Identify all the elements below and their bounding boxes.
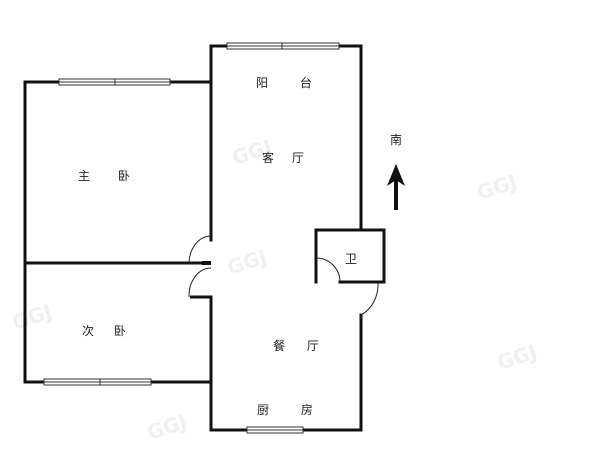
balcony-window (226, 42, 340, 50)
svg-text:GGJ: GGJ (494, 339, 540, 374)
kitchen-window (246, 426, 304, 434)
compass-arrow-icon (387, 164, 405, 210)
kitchen-label-2: 房 (300, 403, 313, 417)
master-bedroom-label: 主 卧 (78, 167, 130, 184)
living-room-label: 客 厅 (262, 149, 304, 166)
master-bedroom-label-1: 主 (78, 169, 91, 183)
bathroom-door-icon (315, 257, 341, 283)
dining-door-icon (360, 281, 379, 316)
svg-text:GGJ: GGJ (144, 409, 190, 444)
master-bedroom-door-icon (188, 235, 212, 264)
dining-room-label-2: 厅 (306, 339, 319, 353)
living-room-label-2: 厅 (291, 151, 304, 165)
second-bedroom-label-2: 卧 (113, 324, 126, 338)
windows (43, 42, 340, 434)
compass-label: 南 (390, 133, 403, 147)
balcony-label: 阳 台 (256, 74, 312, 91)
door-stubs (190, 261, 211, 299)
dining-room-label: 餐 厅 (273, 337, 319, 354)
living-room-label-1: 客 (262, 151, 275, 165)
second-bedroom-label: 次 卧 (82, 322, 126, 339)
kitchen-label: 厨 房 (257, 401, 313, 418)
second-bedroom-window (43, 378, 152, 386)
balcony-label-2: 台 (299, 76, 312, 90)
bathroom-label: 卫 (345, 250, 357, 267)
master-bedroom-label-2: 卧 (117, 169, 130, 183)
master-bedroom-window (58, 78, 171, 86)
bathroom-label-1: 卫 (345, 252, 358, 266)
kitchen-label-1: 厨 (257, 403, 270, 417)
dining-room-label-1: 餐 (273, 339, 286, 353)
svg-text:GGJ: GGJ (474, 169, 520, 204)
door-arcs (188, 235, 379, 316)
walls (23, 44, 386, 432)
watermarks: GGJ GGJ GGJ GGJ GGJ GGJ (9, 134, 540, 444)
second-bedroom-label-1: 次 (82, 324, 95, 338)
second-bedroom-door-icon (188, 267, 212, 298)
svg-text:GGJ: GGJ (9, 299, 55, 334)
balcony-label-1: 阳 (256, 76, 269, 90)
svg-text:GGJ: GGJ (224, 244, 270, 279)
